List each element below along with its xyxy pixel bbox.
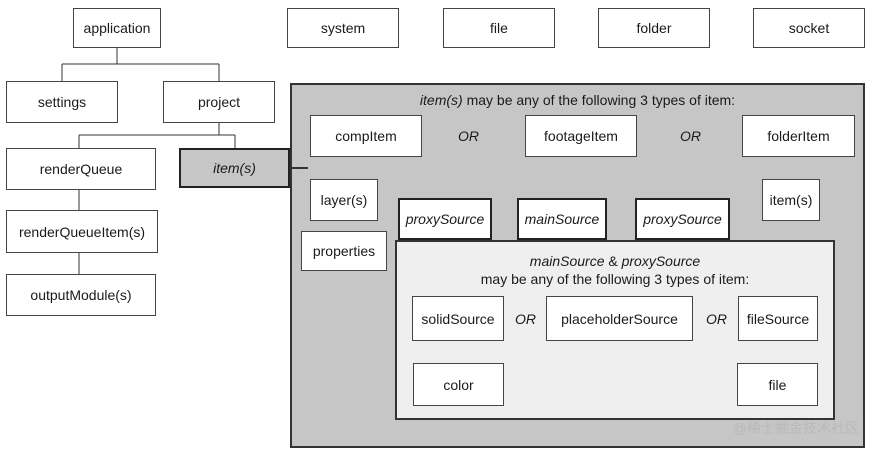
socket-node: socket (753, 8, 865, 48)
or-label: OR (458, 128, 479, 144)
folder-items-node: item(s) (762, 179, 820, 221)
footage-proxy-source-node: proxySource (635, 198, 730, 240)
file-node: file (443, 8, 555, 48)
render-queue-item-node: renderQueueItem(s) (6, 210, 158, 253)
or-label: OR (706, 311, 727, 327)
or-label: OR (515, 311, 536, 327)
output-module-node: outputModule(s) (6, 274, 156, 316)
settings-node: settings (6, 81, 118, 123)
folder-node: folder (598, 8, 710, 48)
file-source-node: fileSource (738, 296, 818, 341)
main-source-node: mainSource (517, 198, 607, 240)
folder-item-node: folderItem (742, 115, 855, 157)
or-label: OR (680, 128, 701, 144)
footage-item-node: footageItem (525, 115, 637, 157)
comp-proxy-source-node: proxySource (398, 198, 492, 240)
render-queue-node: renderQueue (6, 148, 156, 190)
solid-source-node: solidSource (412, 296, 504, 341)
watermark: @稀土掘金技术社区 (732, 420, 859, 436)
project-node: project (163, 81, 275, 123)
comp-item-node: compItem (310, 115, 422, 157)
application-node: application (73, 8, 161, 48)
properties-node: properties (301, 231, 387, 271)
item-panel-heading: item(s) may be any of the following 3 ty… (419, 92, 736, 108)
placeholder-source-node: placeholderSource (546, 296, 693, 341)
source-panel-heading: mainSource & proxySource may be any of t… (480, 253, 750, 287)
layers-node: layer(s) (310, 179, 378, 221)
project-items-node: item(s) (179, 148, 290, 188)
system-node: system (287, 8, 399, 48)
file-source-file-node: file (737, 363, 818, 406)
color-node: color (413, 363, 504, 406)
